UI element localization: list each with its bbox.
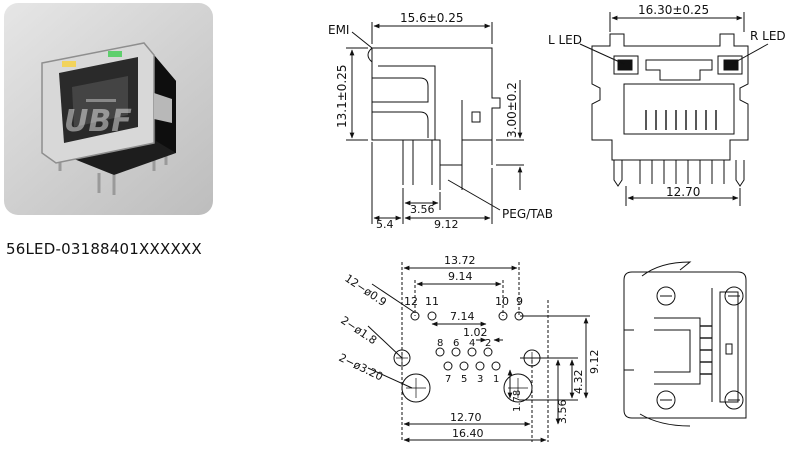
mount-hole-left	[401, 373, 431, 403]
side-height-dim: 13.1±0.25	[335, 65, 349, 129]
pin-hole-12	[410, 311, 420, 321]
pin-label: 10	[495, 295, 509, 308]
dim-16-40: 16.40	[452, 427, 484, 440]
peg-tab-label: PEG/TAB	[502, 207, 553, 221]
peg-top-left	[656, 286, 676, 306]
dim-12-70: 12.70	[450, 411, 482, 424]
pin-hole-10	[498, 311, 508, 321]
part-number-label: 56LED-03188401XXXXXX	[6, 240, 202, 258]
offset-right-dim: 9.12	[434, 218, 459, 231]
pin-label: 3	[477, 374, 483, 385]
side-width-dim: 15.6±0.25	[400, 11, 464, 25]
dim-9-12: 9.12	[588, 350, 601, 375]
pin-label: 2	[485, 338, 491, 349]
pin-label: 12	[404, 295, 418, 308]
pin-label: 8	[437, 338, 443, 349]
dim-9-14: 9.14	[448, 270, 473, 283]
front-view	[579, 12, 769, 206]
pin-hole-11	[427, 311, 437, 321]
left-led-label: L LED	[548, 33, 582, 47]
pin-label: 5	[461, 374, 467, 385]
pin-label: 6	[453, 338, 459, 349]
dim-13-72: 13.72	[444, 254, 476, 267]
pin-label: 7	[445, 374, 451, 385]
peg-bottom-left	[656, 390, 676, 410]
footprint-holes	[393, 311, 541, 403]
peg-hole-right	[523, 349, 541, 367]
dim-4-32: 4.32	[572, 370, 585, 395]
tab-height-dim: 3.00±0.2	[505, 82, 519, 138]
dim-1-02: 1.02	[463, 326, 488, 339]
dim-1-78: 1.78	[512, 390, 523, 412]
hole-note-large: 2−ø3.20	[337, 351, 385, 383]
side-view	[346, 22, 524, 224]
pin-label: 4	[469, 338, 475, 349]
dim-7-14: 7.14	[450, 310, 475, 323]
peg-spacing-dim: 12.70	[666, 185, 700, 199]
right-led-label: R LED	[750, 29, 786, 43]
emi-label: EMI	[328, 23, 349, 37]
photo-watermark: UBF	[64, 104, 132, 139]
peg-hole-left	[393, 349, 411, 367]
top-view	[623, 261, 747, 427]
pin-hole-9	[514, 311, 524, 321]
product-photo: UBF	[4, 3, 213, 215]
pin-label: 9	[516, 295, 523, 308]
front-width-dim: 16.30±0.25	[638, 3, 709, 17]
pin-label: 11	[425, 295, 439, 308]
mount-hole-right	[503, 373, 533, 403]
pin-spacing-dim: 3.56	[410, 203, 435, 216]
pin-label: 1	[493, 374, 499, 385]
dim-3-56: 3.56	[556, 400, 569, 425]
rj45-jack-image: UBF	[41, 42, 176, 195]
peg-bottom-right	[724, 390, 744, 410]
offset-left-dim: 5.4	[376, 218, 394, 231]
peg-top-right	[724, 286, 744, 306]
